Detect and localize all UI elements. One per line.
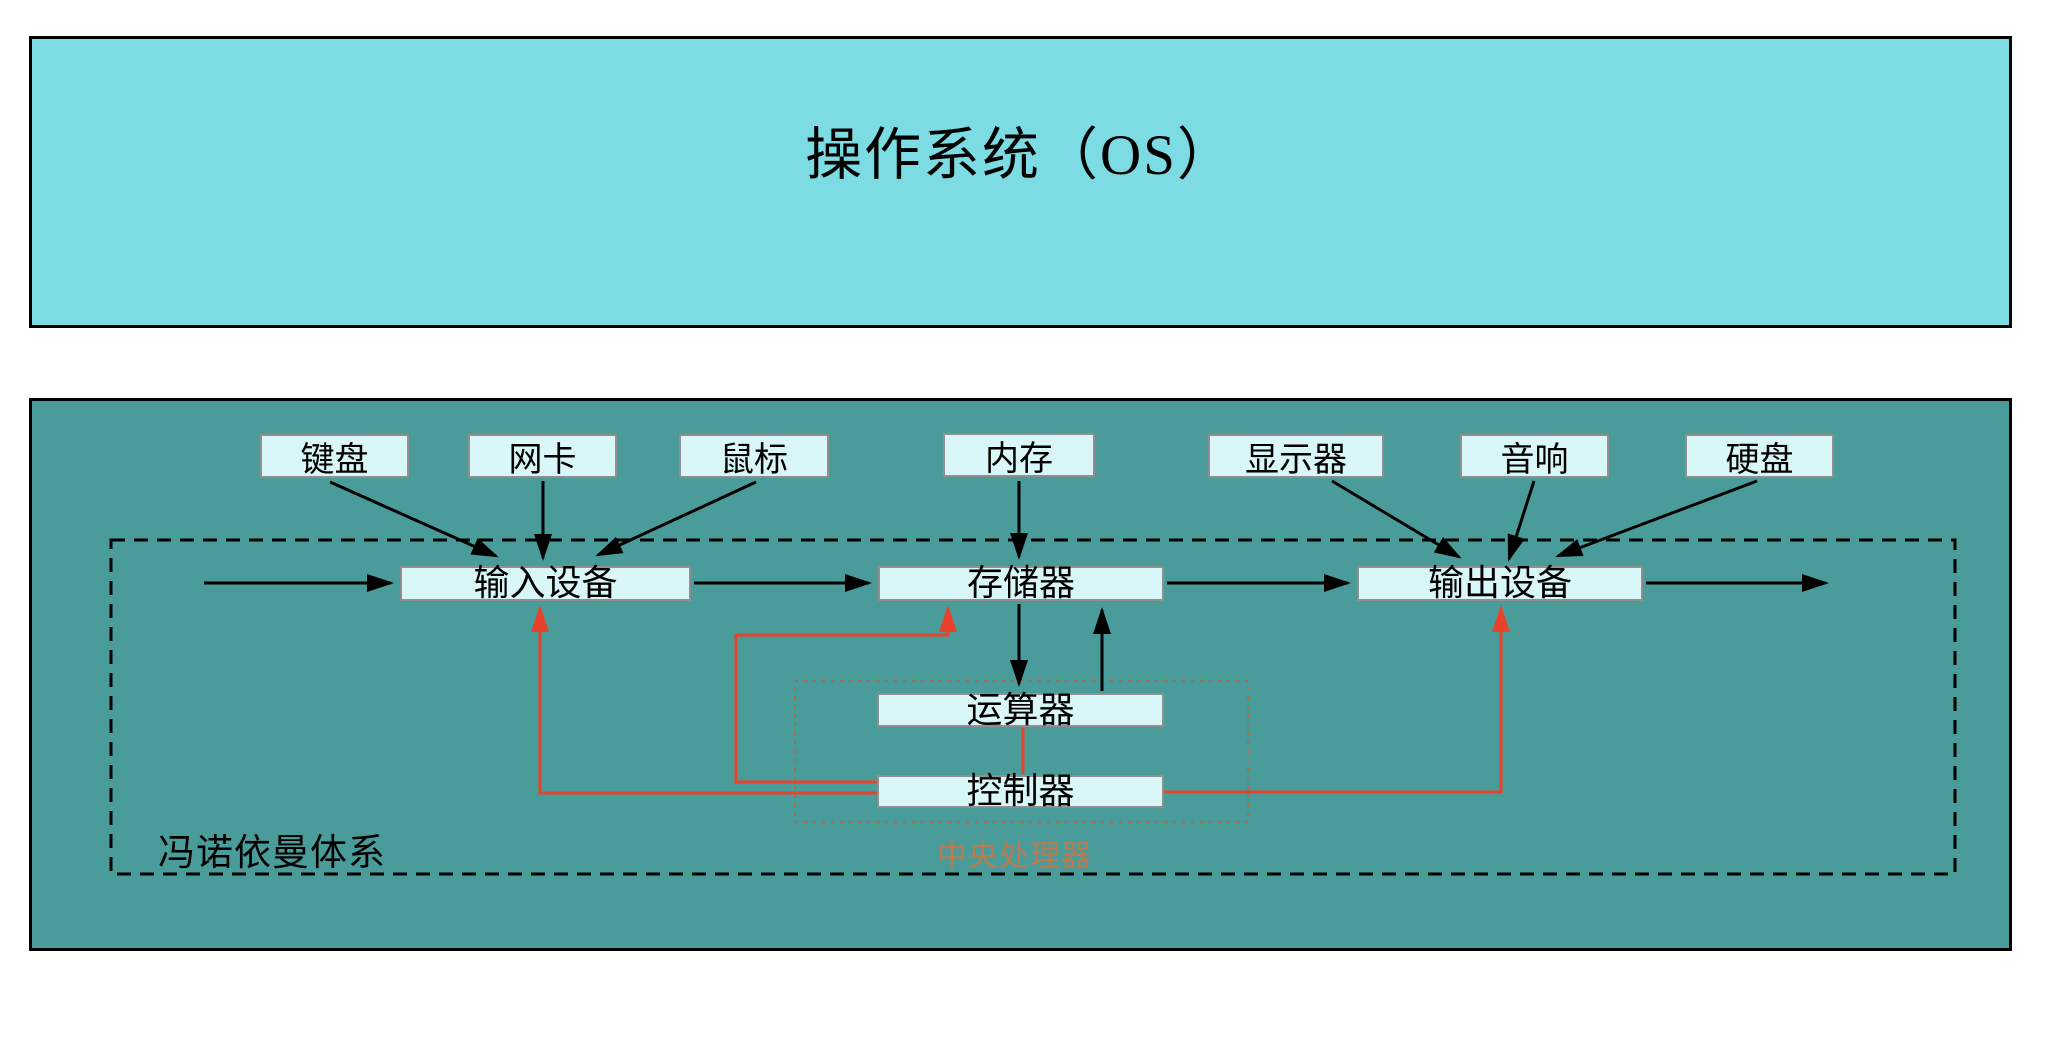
device-label-display: 显示器 (1245, 441, 1347, 479)
device-box-keyboard: 键盘 (260, 434, 409, 479)
device-box-network-card: 网卡 (468, 434, 617, 479)
os-title-banner: 操作系统（OS） (29, 36, 2012, 328)
page-title: 操作系统（OS） (805, 124, 1236, 187)
unit-label-alu: 运算器 (966, 689, 1075, 730)
device-label-mouse: 鼠标 (720, 441, 788, 479)
unit-box-storage: 存储器 (878, 563, 1164, 603)
device-box-memory: 内存 (943, 433, 1095, 478)
unit-label-storage: 存储器 (966, 563, 1075, 603)
unit-box-input-device: 输入设备 (400, 563, 691, 603)
unit-label-input-device: 输入设备 (473, 563, 618, 603)
unit-box-controller: 控制器 (877, 771, 1164, 811)
device-label-hard-disk: 硬盘 (1725, 441, 1794, 479)
device-box-display: 显示器 (1208, 434, 1384, 479)
unit-box-alu: 运算器 (877, 689, 1164, 730)
device-box-mouse: 鼠标 (679, 434, 829, 479)
device-box-speaker: 音响 (1460, 434, 1609, 479)
von-neumann-label: 冯诺依曼体系 (158, 833, 386, 874)
device-label-network-card: 网卡 (508, 441, 577, 479)
cpu-label: 中央处理器 (937, 840, 1092, 873)
device-label-speaker: 音响 (1500, 441, 1569, 479)
unit-box-output-device: 输出设备 (1357, 563, 1643, 603)
unit-label-output-device: 输出设备 (1427, 563, 1572, 603)
device-box-hard-disk: 硬盘 (1685, 434, 1834, 479)
device-label-memory: 内存 (985, 440, 1053, 478)
unit-label-controller: 控制器 (966, 771, 1075, 811)
device-label-keyboard: 键盘 (300, 441, 369, 479)
